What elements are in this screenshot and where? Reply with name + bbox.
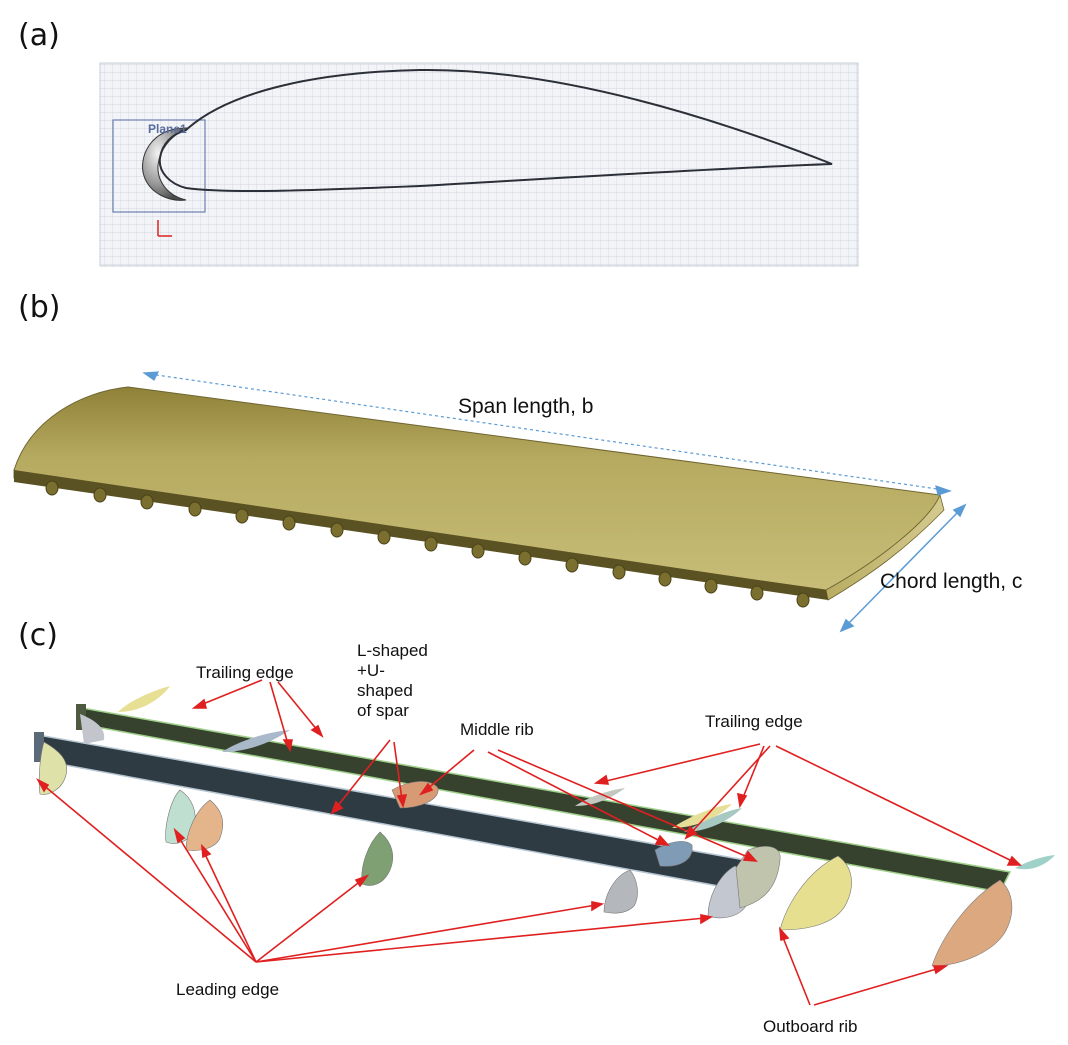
wing-rivet-row (45, 480, 810, 608)
span-length-label: Span length, b (458, 395, 594, 418)
rib-7 (603, 869, 638, 914)
leading-edge-label: Leading edge (176, 980, 280, 999)
trailing-edge-piece-4 (672, 804, 732, 828)
trailing-edge-piece-1 (118, 686, 170, 712)
outboard-rib-label: Outboard rib (763, 1017, 858, 1036)
rib-10 (735, 846, 781, 909)
spar-label-line4: of spar (357, 701, 409, 720)
wing-bottom-edge (14, 470, 828, 600)
trailing-edge-piece-3 (575, 788, 625, 806)
rib-11 (779, 855, 852, 931)
rib-12 (931, 879, 1013, 967)
front-spar-end-plate (34, 732, 44, 762)
rib-2 (80, 714, 105, 744)
trailing-edge-piece-6 (1015, 855, 1055, 870)
trailing-edge-piece-5 (684, 808, 742, 832)
trailing-edge-piece-2 (222, 730, 290, 752)
wing-end-face (825, 493, 945, 601)
chord-length-label: Chord length, c (880, 570, 1023, 593)
trailing-edge-left-label: Trailing edge (196, 663, 294, 682)
rear-spar (79, 707, 1012, 893)
trailing-edge-right-label: Trailing edge (705, 712, 803, 731)
annotation-arrows (36, 679, 1022, 1006)
spar-label-line3: shaped (357, 681, 413, 700)
span-dimension-arrow (142, 371, 952, 496)
middle-rib-label: Middle rib (460, 720, 534, 739)
airfoil-outline (158, 68, 833, 193)
rib-5 (361, 831, 393, 886)
sketch-plane-label: Plane1 (148, 122, 187, 136)
panel-c-letter: (c) (18, 618, 58, 653)
panel-b-letter: (b) (18, 290, 61, 325)
rib-1 (38, 741, 68, 795)
sketch-plane-box (112, 119, 206, 213)
panel-a-letter: (a) (18, 18, 60, 53)
spar-label-line2: +U- (357, 661, 385, 680)
rib-4 (185, 799, 223, 851)
spar-label-line1: L-shaped (357, 641, 428, 660)
chord-dimension-arrow (839, 503, 967, 633)
